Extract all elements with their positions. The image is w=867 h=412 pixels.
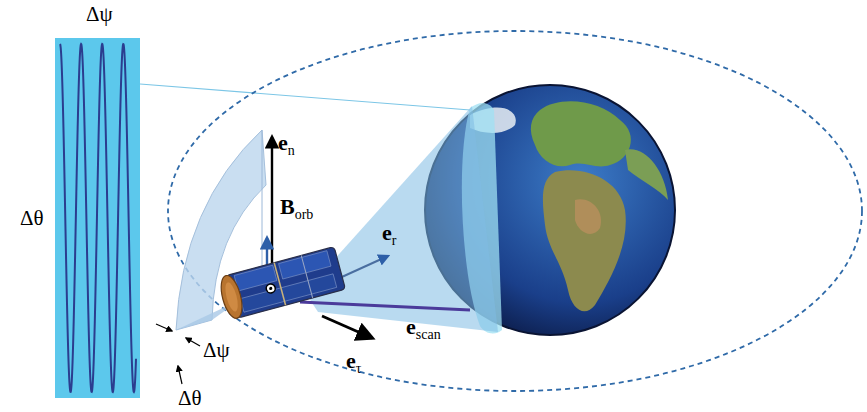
vector-label: escan	[406, 316, 441, 342]
leader-line	[140, 84, 470, 110]
beam	[305, 106, 498, 332]
satellite	[217, 247, 345, 321]
vector-label: eτ	[346, 350, 361, 376]
dimension-label: Δθ	[178, 388, 202, 409]
scan-pattern	[60, 44, 136, 392]
dimension-arrow	[156, 324, 172, 331]
dimension-arrow	[186, 338, 200, 346]
dimension-label: Δψ	[203, 340, 230, 361]
vector-label: er	[382, 222, 396, 248]
scan-strip	[55, 38, 140, 398]
scan-vector	[300, 302, 470, 310]
tangent-vector	[322, 316, 372, 338]
strip-height-label: Δθ	[20, 208, 44, 229]
dimension-arrow	[178, 366, 182, 384]
orbit	[168, 31, 862, 391]
strip-width-label: Δψ	[86, 4, 113, 25]
vector-label: en	[278, 132, 295, 158]
vector-label: Borb	[280, 196, 313, 222]
